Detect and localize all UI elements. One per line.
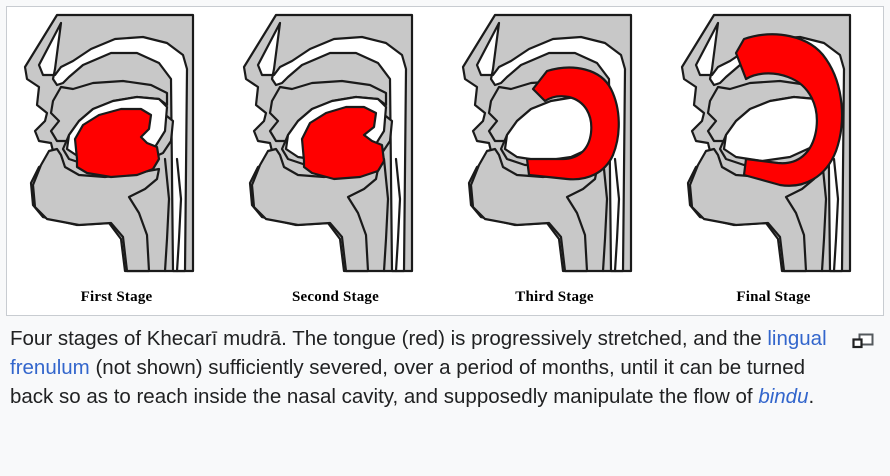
caption-link-lingual-frenulum[interactable]: lingual frenulum: [10, 327, 827, 379]
enlarge-icon-glyph: [852, 333, 874, 349]
caption-text-part2: (not shown) sufficiently severed, over a…: [10, 356, 805, 408]
sagittal-head-diagram-2: [242, 13, 413, 273]
figure-caption: Four stages of Khecarī mudrā. The tongue…: [6, 322, 884, 411]
stage-label-row: First Stage Second Stage Third Stage Fin…: [7, 279, 883, 315]
sagittal-head-diagram-4: [680, 13, 851, 273]
stage-diagram-final: [664, 7, 883, 279]
enlarge-icon[interactable]: [852, 330, 874, 349]
stage-diagram-row: [7, 7, 883, 279]
caption-text-part3: .: [808, 385, 815, 408]
stage-label-second: Second Stage: [292, 288, 379, 305]
caption-link-bindu[interactable]: bindu: [758, 385, 809, 408]
image-thumbnail-frame[interactable]: First Stage Second Stage Third Stage Fin…: [6, 6, 884, 316]
stage-diagram-third: [445, 7, 664, 279]
caption-text-part1: Four stages of Khecarī mudrā. The tongue…: [10, 327, 768, 350]
stage-diagram-second: [226, 7, 445, 279]
sagittal-head-diagram-1: [23, 13, 194, 273]
stage-label-third: Third Stage: [515, 288, 594, 305]
stage-label-first: First Stage: [80, 288, 153, 305]
stage-diagram-first: [7, 7, 226, 279]
sagittal-head-diagram-3: [461, 13, 632, 273]
stage-label-final: Final Stage: [736, 288, 811, 305]
